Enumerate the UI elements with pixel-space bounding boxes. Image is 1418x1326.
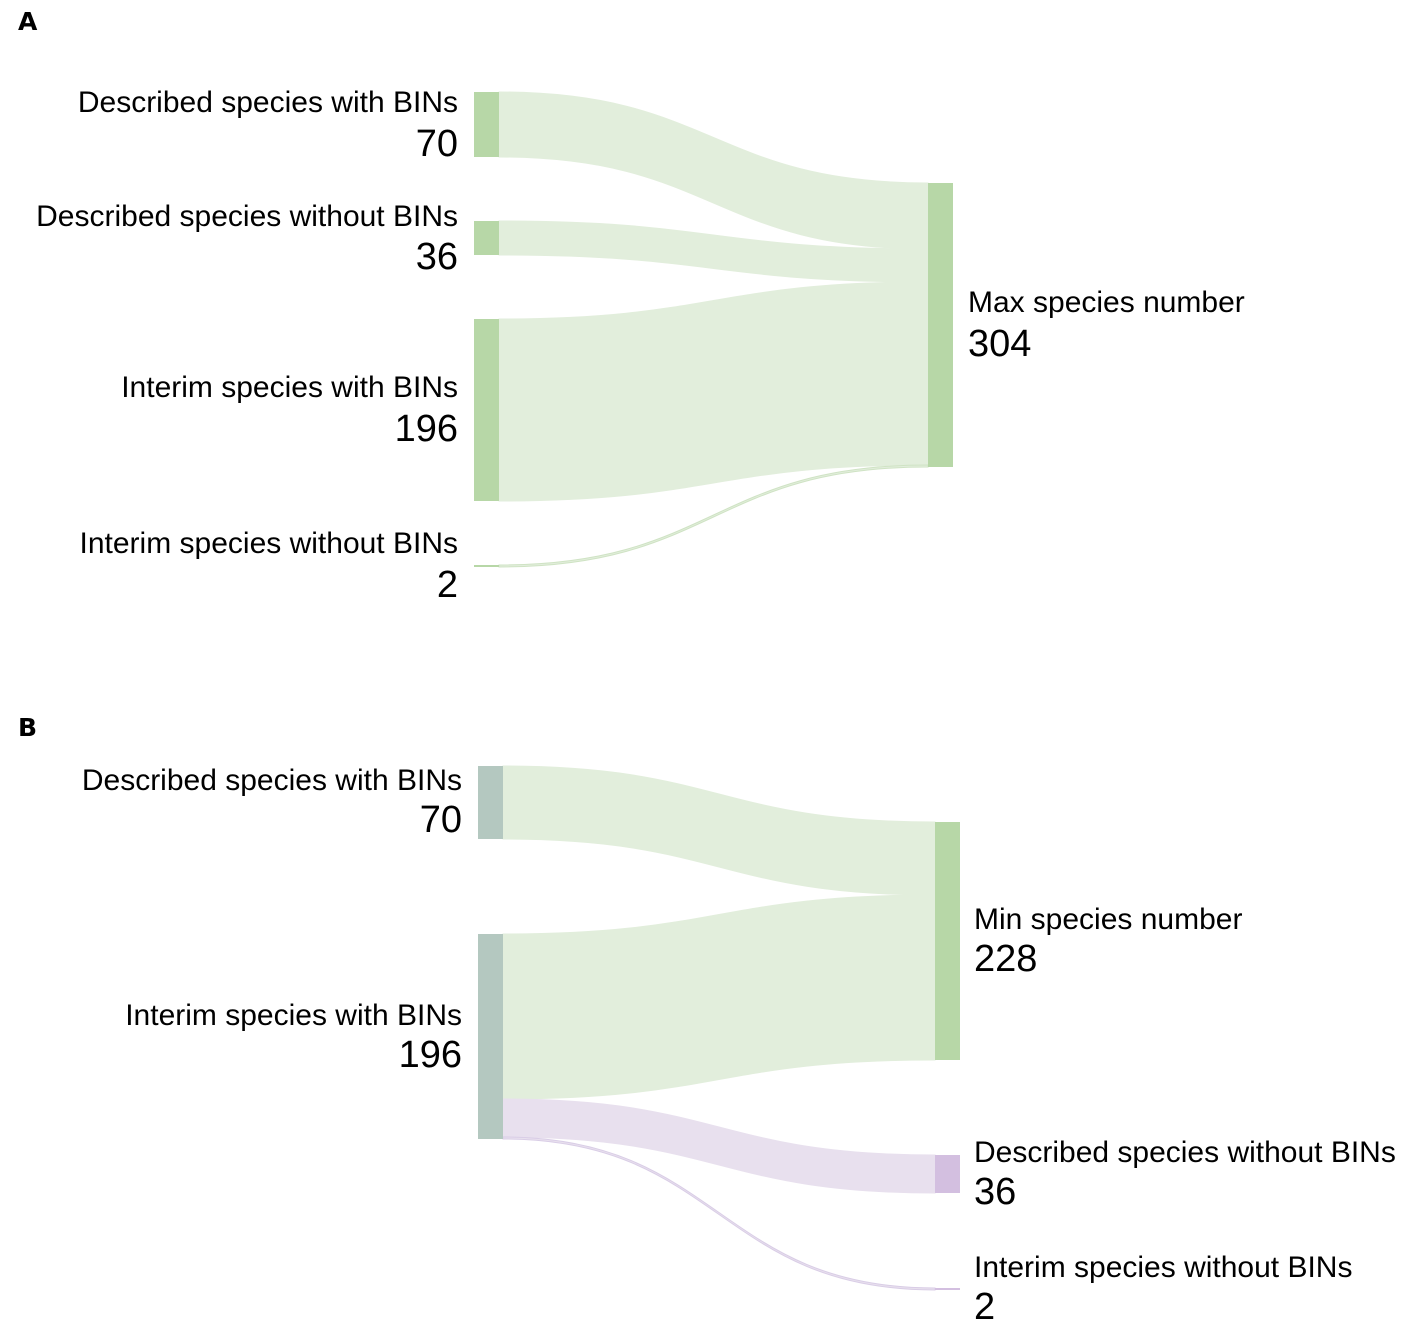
panel-a-value-max-species-number: 304: [968, 323, 1031, 365]
panel-a-label-described-without-bins: Described species without BINs: [36, 200, 458, 233]
panel-b-label-min-species-number: Min species number: [974, 903, 1242, 936]
panel-b-link-interim-with-bins-to-min: [502, 894, 936, 1100]
panel-a: A Described species with BINs 70 Describ…: [18, 7, 1245, 606]
panel-a-label-max-species-number: Max species number: [968, 286, 1245, 319]
panel-a-node-interim-without-bins: [474, 565, 499, 567]
panel-b-node-min-species-number: [935, 822, 960, 1060]
panel-b-node-interim-with-bins: [478, 934, 503, 1139]
panel-a-node-described-with-bins: [474, 92, 499, 157]
panel-b-nodes: [478, 766, 960, 1290]
panel-a-value-interim-with-bins: 196: [395, 408, 458, 450]
panel-b-value-interim-with-bins: 196: [399, 1034, 462, 1076]
panel-a-label-interim-without-bins: Interim species without BINs: [80, 527, 458, 560]
panel-a-value-described-with-bins: 70: [416, 123, 458, 165]
panel-b-node-interim-without-bins: [935, 1288, 960, 1290]
panel-a-label-interim-with-bins: Interim species with BINs: [121, 371, 458, 404]
panel-a-node-max-species-number: [928, 183, 953, 467]
panel-a-labels: Described species with BINs 70 Described…: [36, 86, 1245, 606]
panel-b-node-described-with-bins: [478, 766, 503, 839]
panel-a-nodes: [474, 92, 953, 567]
panel-b-links: [502, 765, 936, 1291]
panel-a-value-interim-without-bins: 2: [437, 564, 458, 606]
panel-b-link-described-with-bins-to-min: [502, 765, 936, 896]
panel-b-value-described-without-bins: 36: [974, 1171, 1016, 1213]
panel-b-node-described-without-bins: [935, 1155, 960, 1193]
panel-b-link-interim-to-described-without-bins: [502, 1098, 936, 1194]
panel-b-value-min-species-number: 228: [974, 938, 1037, 980]
panel-b: B Described species with BINs 70 Interim…: [18, 713, 1396, 1326]
panel-b-label-interim-with-bins: Interim species with BINs: [125, 999, 462, 1032]
panel-b-labels: Described species with BINs 70 Interim s…: [82, 764, 1396, 1326]
panel-a-letter: A: [18, 7, 38, 36]
panel-a-value-described-without-bins: 36: [416, 236, 458, 278]
panel-a-label-described-with-bins: Described species with BINs: [78, 86, 458, 119]
panel-b-value-described-with-bins: 70: [420, 799, 462, 841]
panel-a-node-interim-with-bins: [474, 319, 499, 501]
panel-b-label-interim-without-bins: Interim species without BINs: [974, 1251, 1352, 1284]
panel-a-node-described-without-bins: [474, 221, 499, 255]
panel-b-label-described-without-bins: Described species without BINs: [974, 1136, 1396, 1169]
panel-b-value-interim-without-bins: 2: [974, 1286, 995, 1326]
panel-b-letter: B: [18, 713, 37, 742]
panel-a-links: [498, 91, 929, 568]
panel-b-label-described-with-bins: Described species with BINs: [82, 764, 462, 797]
